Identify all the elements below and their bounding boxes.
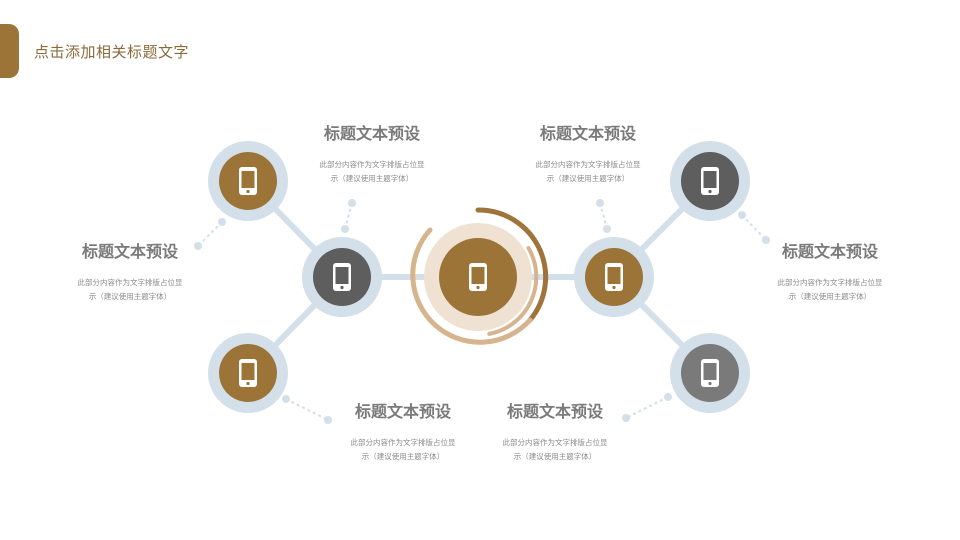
description-line: 示（建议使用主题字体） bbox=[361, 452, 445, 462]
smartphone-icon bbox=[605, 263, 623, 291]
title-accent-tab bbox=[0, 24, 19, 78]
leader-dots bbox=[194, 199, 770, 424]
block-heading: 标题文本预设 bbox=[323, 124, 420, 143]
smartphone-icon bbox=[701, 167, 719, 195]
smartphone-icon bbox=[701, 359, 719, 387]
node-mid-right bbox=[574, 237, 654, 317]
node-top-right bbox=[670, 141, 750, 221]
block-description: 此部分内容作为文字排版占位显 示（建议使用主题字体） bbox=[333, 436, 473, 465]
text-block-bottom-right: 标题文本预设 此部分内容作为文字排版占位显 示（建议使用主题字体） bbox=[485, 398, 625, 465]
text-block-top-left: 标题文本预设 此部分内容作为文字排版占位显 示（建议使用主题字体） bbox=[302, 120, 442, 187]
node-bottom-right bbox=[670, 333, 750, 413]
node-mid-left bbox=[302, 237, 382, 317]
block-description: 此部分内容作为文字排版占位显 示（建议使用主题字体） bbox=[518, 158, 658, 187]
block-description: 此部分内容作为文字排版占位显 示（建议使用主题字体） bbox=[302, 158, 442, 187]
description-line: 此部分内容作为文字排版占位显 bbox=[777, 278, 883, 287]
description-line: 示（建议使用主题字体） bbox=[88, 292, 172, 302]
description-line: 示（建议使用主题字体） bbox=[330, 174, 414, 184]
block-description: 此部分内容作为文字排版占位显 示（建议使用主题字体） bbox=[60, 276, 200, 305]
description-line: 此部分内容作为文字排版占位显 bbox=[77, 278, 183, 287]
block-description: 此部分内容作为文字排版占位显 示（建议使用主题字体） bbox=[760, 276, 900, 305]
smartphone-icon bbox=[239, 167, 257, 195]
description-line: 此部分内容作为文字排版占位显 bbox=[319, 160, 425, 169]
description-line: 此部分内容作为文字排版占位显 bbox=[350, 438, 456, 447]
smartphone-icon bbox=[469, 263, 487, 291]
smartphone-icon bbox=[333, 263, 351, 291]
page-title: 点击添加相关标题文字 bbox=[34, 43, 190, 61]
block-heading: 标题文本预设 bbox=[81, 242, 178, 261]
description-line: 示（建议使用主题字体） bbox=[546, 174, 630, 184]
node-top-left bbox=[208, 141, 288, 221]
block-heading: 标题文本预设 bbox=[354, 402, 451, 421]
description-line: 此部分内容作为文字排版占位显 bbox=[502, 438, 608, 447]
smartphone-icon bbox=[239, 359, 257, 387]
description-line: 示（建议使用主题字体） bbox=[788, 292, 872, 302]
text-block-left: 标题文本预设 此部分内容作为文字排版占位显 示（建议使用主题字体） bbox=[60, 238, 200, 305]
center-hub bbox=[410, 207, 549, 345]
description-line: 示（建议使用主题字体） bbox=[513, 452, 597, 462]
text-block-right: 标题文本预设 此部分内容作为文字排版占位显 示（建议使用主题字体） bbox=[760, 238, 900, 305]
node-bottom-left bbox=[208, 333, 288, 413]
text-block-bottom-left: 标题文本预设 此部分内容作为文字排版占位显 示（建议使用主题字体） bbox=[333, 398, 473, 465]
block-heading: 标题文本预设 bbox=[539, 124, 636, 143]
block-heading: 标题文本预设 bbox=[506, 402, 603, 421]
text-block-top-right: 标题文本预设 此部分内容作为文字排版占位显 示（建议使用主题字体） bbox=[518, 120, 658, 187]
block-heading: 标题文本预设 bbox=[781, 242, 878, 261]
block-description: 此部分内容作为文字排版占位显 示（建议使用主题字体） bbox=[485, 436, 625, 465]
description-line: 此部分内容作为文字排版占位显 bbox=[535, 160, 641, 169]
